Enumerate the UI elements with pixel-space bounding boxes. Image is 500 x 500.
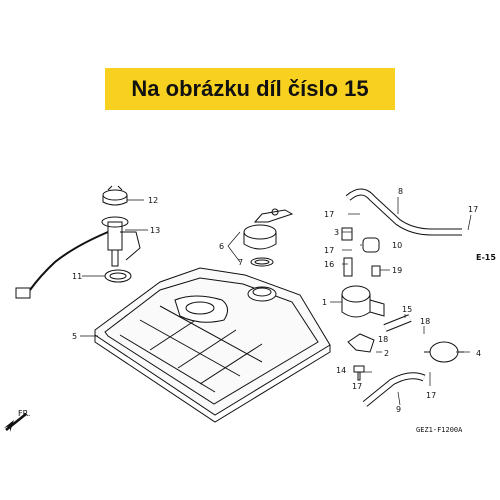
- callout-17-c: 17: [468, 205, 478, 214]
- callout-17-e: 17: [426, 391, 436, 400]
- callout-18-a: 18: [420, 317, 430, 326]
- reference-e15: E-15: [476, 253, 496, 262]
- callout-2: 2: [384, 349, 389, 358]
- leader-lines: [80, 197, 472, 406]
- callout-17-b: 17: [324, 246, 334, 255]
- callout-17-a: 17: [324, 210, 334, 219]
- front-arrow-icon: [4, 413, 27, 432]
- fuel-hose-lower[interactable]: [362, 372, 426, 407]
- callout-6: 6: [219, 242, 224, 251]
- fuel-hose-upper[interactable]: [345, 188, 462, 236]
- pipe-part-15[interactable]: [383, 314, 412, 332]
- diagram-code: GEZ1-F1200A: [416, 426, 463, 434]
- callout-12: 12: [148, 196, 158, 205]
- fuel-valve-body[interactable]: [341, 285, 385, 318]
- screw-part[interactable]: [353, 365, 365, 381]
- callout-7: 7: [238, 258, 243, 267]
- gasket-ring[interactable]: [104, 269, 132, 283]
- small-valve-parts[interactable]: [341, 227, 381, 277]
- callout-15: 15: [402, 305, 412, 314]
- callout-19: 19: [392, 266, 402, 275]
- sender-cap[interactable]: [102, 185, 128, 206]
- callout-11: 11: [72, 272, 82, 281]
- callout-3: 3: [334, 228, 339, 237]
- fuel-pump-unit[interactable]: [15, 216, 141, 299]
- callout-16: 16: [324, 260, 334, 269]
- callout-18-b: 18: [378, 335, 388, 344]
- callout-13: 13: [150, 226, 160, 235]
- callout-8: 8: [398, 187, 403, 196]
- callout-4: 4: [476, 349, 481, 358]
- fuel-cap-assembly[interactable]: [243, 208, 294, 267]
- mount-bracket[interactable]: [347, 333, 375, 353]
- part-number-banner: Na obrázku díl číslo 15: [105, 68, 395, 110]
- callout-14: 14: [336, 366, 346, 375]
- callout-1: 1: [322, 298, 327, 307]
- fuel-tank[interactable]: [94, 267, 331, 423]
- callout-9: 9: [396, 405, 401, 414]
- callout-10: 10: [392, 241, 402, 250]
- callout-5: 5: [72, 332, 77, 341]
- callout-17-d: 17: [352, 382, 362, 391]
- banner-text: Na obrázku díl číslo 15: [131, 76, 369, 101]
- direction-label: FR.: [18, 409, 30, 418]
